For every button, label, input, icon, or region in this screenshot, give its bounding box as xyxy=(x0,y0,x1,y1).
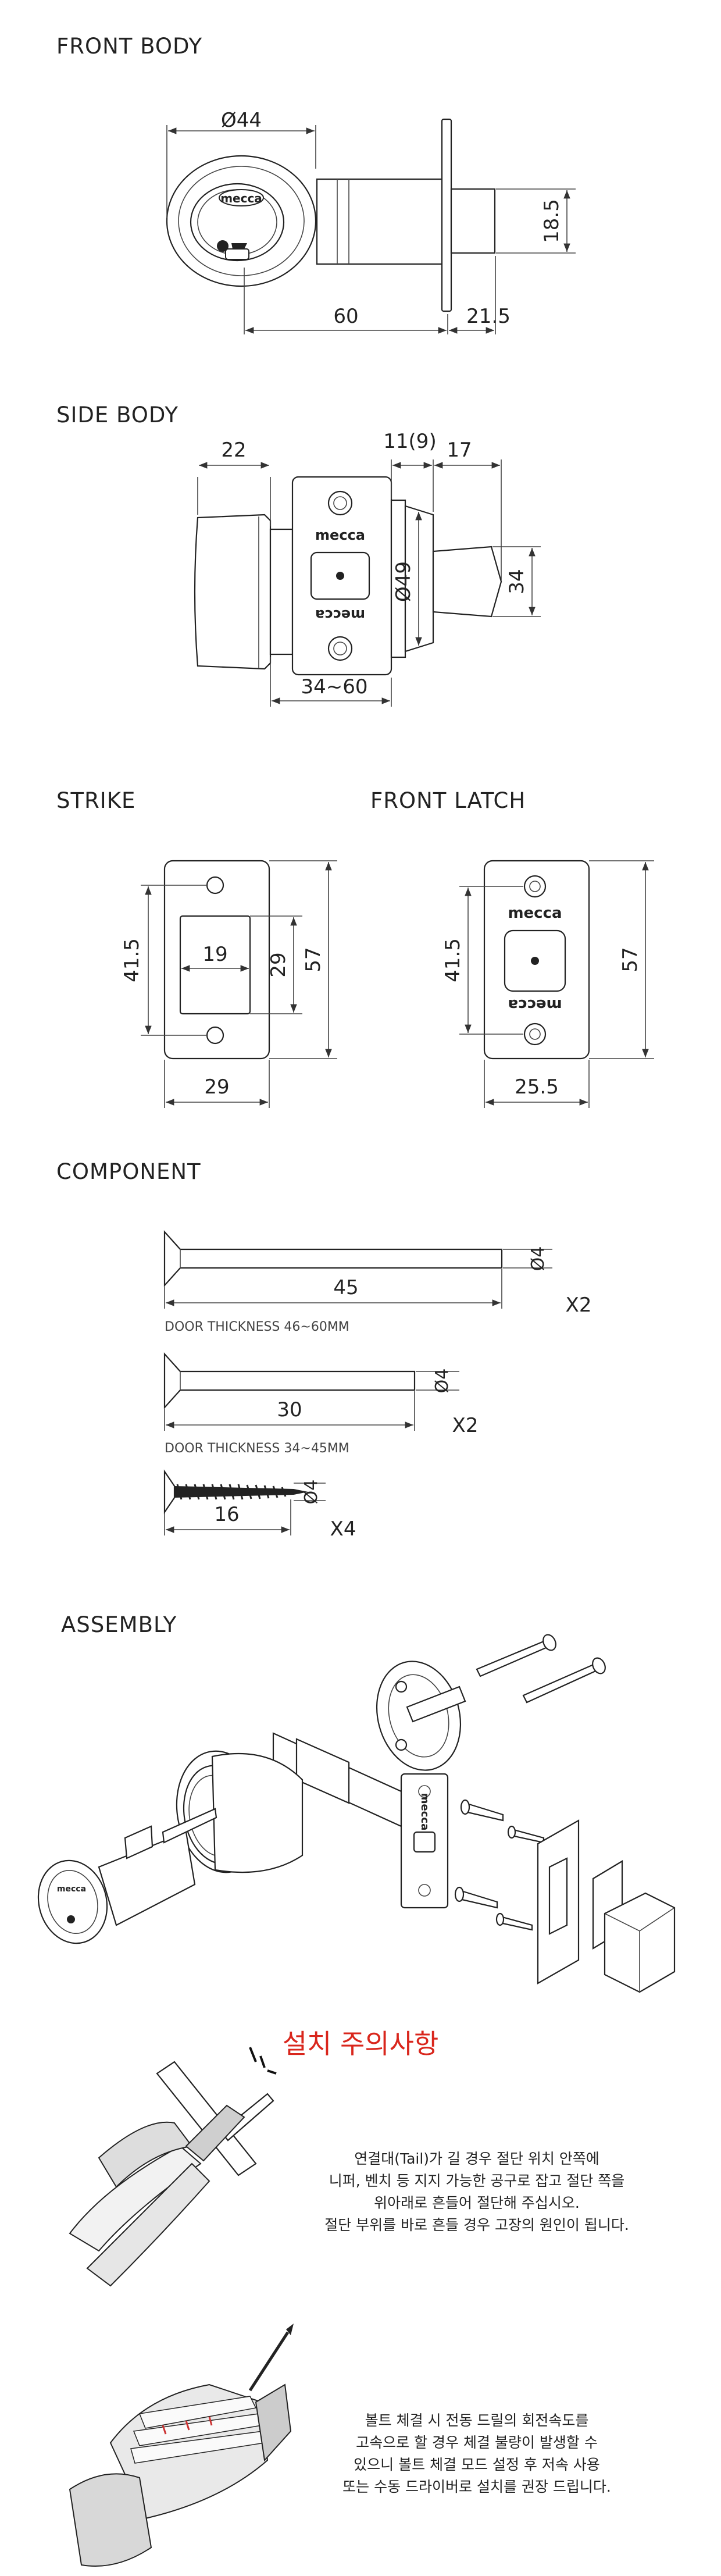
side-body-range-label: 34~60 xyxy=(301,675,367,699)
bolt1-note: DOOR THICKNESS 46~60MM xyxy=(165,1320,349,1334)
section-title-strike: STRIKE xyxy=(56,788,136,813)
front-latch-drawing: mecca mecca 41.5 57 25.5 xyxy=(441,860,654,1108)
warning-p1-line: 절단 부위를 바로 흔들 경우 고장의 원인이 됩니다. xyxy=(324,2217,629,2233)
warning-title: 설치 주의사항 xyxy=(282,2028,439,2060)
assembly-drawing: mecca mecca xyxy=(37,1634,676,1993)
bolt2-note: DOOR THICKNESS 34~45MM xyxy=(165,1441,349,1456)
bolt2-qty-label: X2 xyxy=(452,1414,479,1437)
side-body-w2-label: 11(9) xyxy=(383,430,436,453)
strike-h1-label: 41.5 xyxy=(120,938,144,982)
section-title-assembly: ASSEMBLY xyxy=(61,1612,177,1637)
section-title-component: COMPONENT xyxy=(56,1159,201,1184)
warning-p1-line: 연결대(Tail)가 길 경우 절단 위치 안쪽에 xyxy=(354,2150,599,2167)
front-body-w1-label: 60 xyxy=(333,305,358,328)
side-body-h-label: 34 xyxy=(505,569,529,594)
side-body-drawing: mecca mecca 22 11(9) 17 Ø49 34 34~60 xyxy=(194,430,541,707)
front-latch-logo-top: mecca xyxy=(508,904,562,922)
side-body-w3-label: 17 xyxy=(447,439,472,462)
front-latch-h1-label: 41.5 xyxy=(441,938,465,982)
front-latch-h2-label: 57 xyxy=(619,947,642,972)
warning-p1-line: 위아래로 흔들어 절단해 주십시오. xyxy=(374,2194,580,2211)
strike-drawing: 41.5 19 29 57 29 xyxy=(120,860,337,1108)
front-latch-w-label: 25.5 xyxy=(515,1075,559,1099)
screw-qty-label: X4 xyxy=(330,1517,356,1541)
section-title-side-body: SIDE BODY xyxy=(56,402,179,427)
bolt2-dia-label: Ø4 xyxy=(432,1369,452,1394)
section-title-front-latch: FRONT LATCH xyxy=(370,788,526,813)
warning-p1-line: 니퍼, 벤치 등 지지 가능한 공구로 잡고 절단 쪽을 xyxy=(329,2172,625,2189)
assembly-cylinder-logo: mecca xyxy=(57,1884,86,1894)
bolt1-length-label: 45 xyxy=(333,1276,358,1299)
warning-p2-line: 있으니 볼트 체결 모드 설정 후 저속 사용 xyxy=(354,2456,600,2473)
warning-p2-line: 또는 수동 드라이버로 설치를 권장 드립니다. xyxy=(342,2478,611,2495)
drill-illustration xyxy=(69,2324,294,2567)
front-body-w2-label: 21.5 xyxy=(466,305,511,328)
front-body-logo: mecca xyxy=(220,191,262,205)
screw-length-label: 16 xyxy=(214,1503,239,1526)
strike-w2-label: 29 xyxy=(204,1075,229,1099)
pliers-illustration xyxy=(69,2047,277,2287)
strike-h3-label: 57 xyxy=(302,947,325,972)
bolt2-length-label: 30 xyxy=(277,1398,302,1421)
warning-p2-line: 고속으로 할 경우 체결 불량이 발생할 수 xyxy=(356,2434,598,2451)
side-body-logo-top: mecca xyxy=(315,527,365,543)
warning-paragraph-pliers: 연결대(Tail)가 길 경우 절단 위치 안쪽에 니퍼, 벤치 등 지지 가능… xyxy=(302,2148,651,2236)
component-drawing: 45 Ø4 X2 DOOR THICKNESS 46~60MM 30 Ø4 X2… xyxy=(163,1230,592,1541)
bolt1-qty-label: X2 xyxy=(566,1294,592,1317)
warning-p2-line: 볼트 체결 시 전동 드릴의 회전속도를 xyxy=(365,2412,589,2429)
warning-paragraph-drill: 볼트 체결 시 전동 드릴의 회전속도를 고속으로 할 경우 체결 불량이 발생… xyxy=(302,2410,651,2498)
assembly-latch-logo: mecca xyxy=(419,1793,431,1830)
bolt1-dia-label: Ø4 xyxy=(528,1246,548,1271)
section-title-front-body: FRONT BODY xyxy=(56,34,203,59)
side-body-dia-label: Ø49 xyxy=(392,561,415,602)
front-body-dia-label: Ø44 xyxy=(221,109,262,132)
front-latch-logo-bottom: mecca xyxy=(508,996,562,1013)
front-body-h-label: 18.5 xyxy=(540,199,563,243)
screw-dia-label: Ø4 xyxy=(301,1480,322,1505)
front-body-drawing: mecca Ø44 60 21.5 18.5 xyxy=(166,109,576,334)
strike-h2-label: 29 xyxy=(267,952,290,977)
side-body-logo-bottom: mecca xyxy=(315,607,365,623)
side-body-w1-label: 22 xyxy=(221,439,246,462)
strike-w1-label: 19 xyxy=(202,943,227,966)
